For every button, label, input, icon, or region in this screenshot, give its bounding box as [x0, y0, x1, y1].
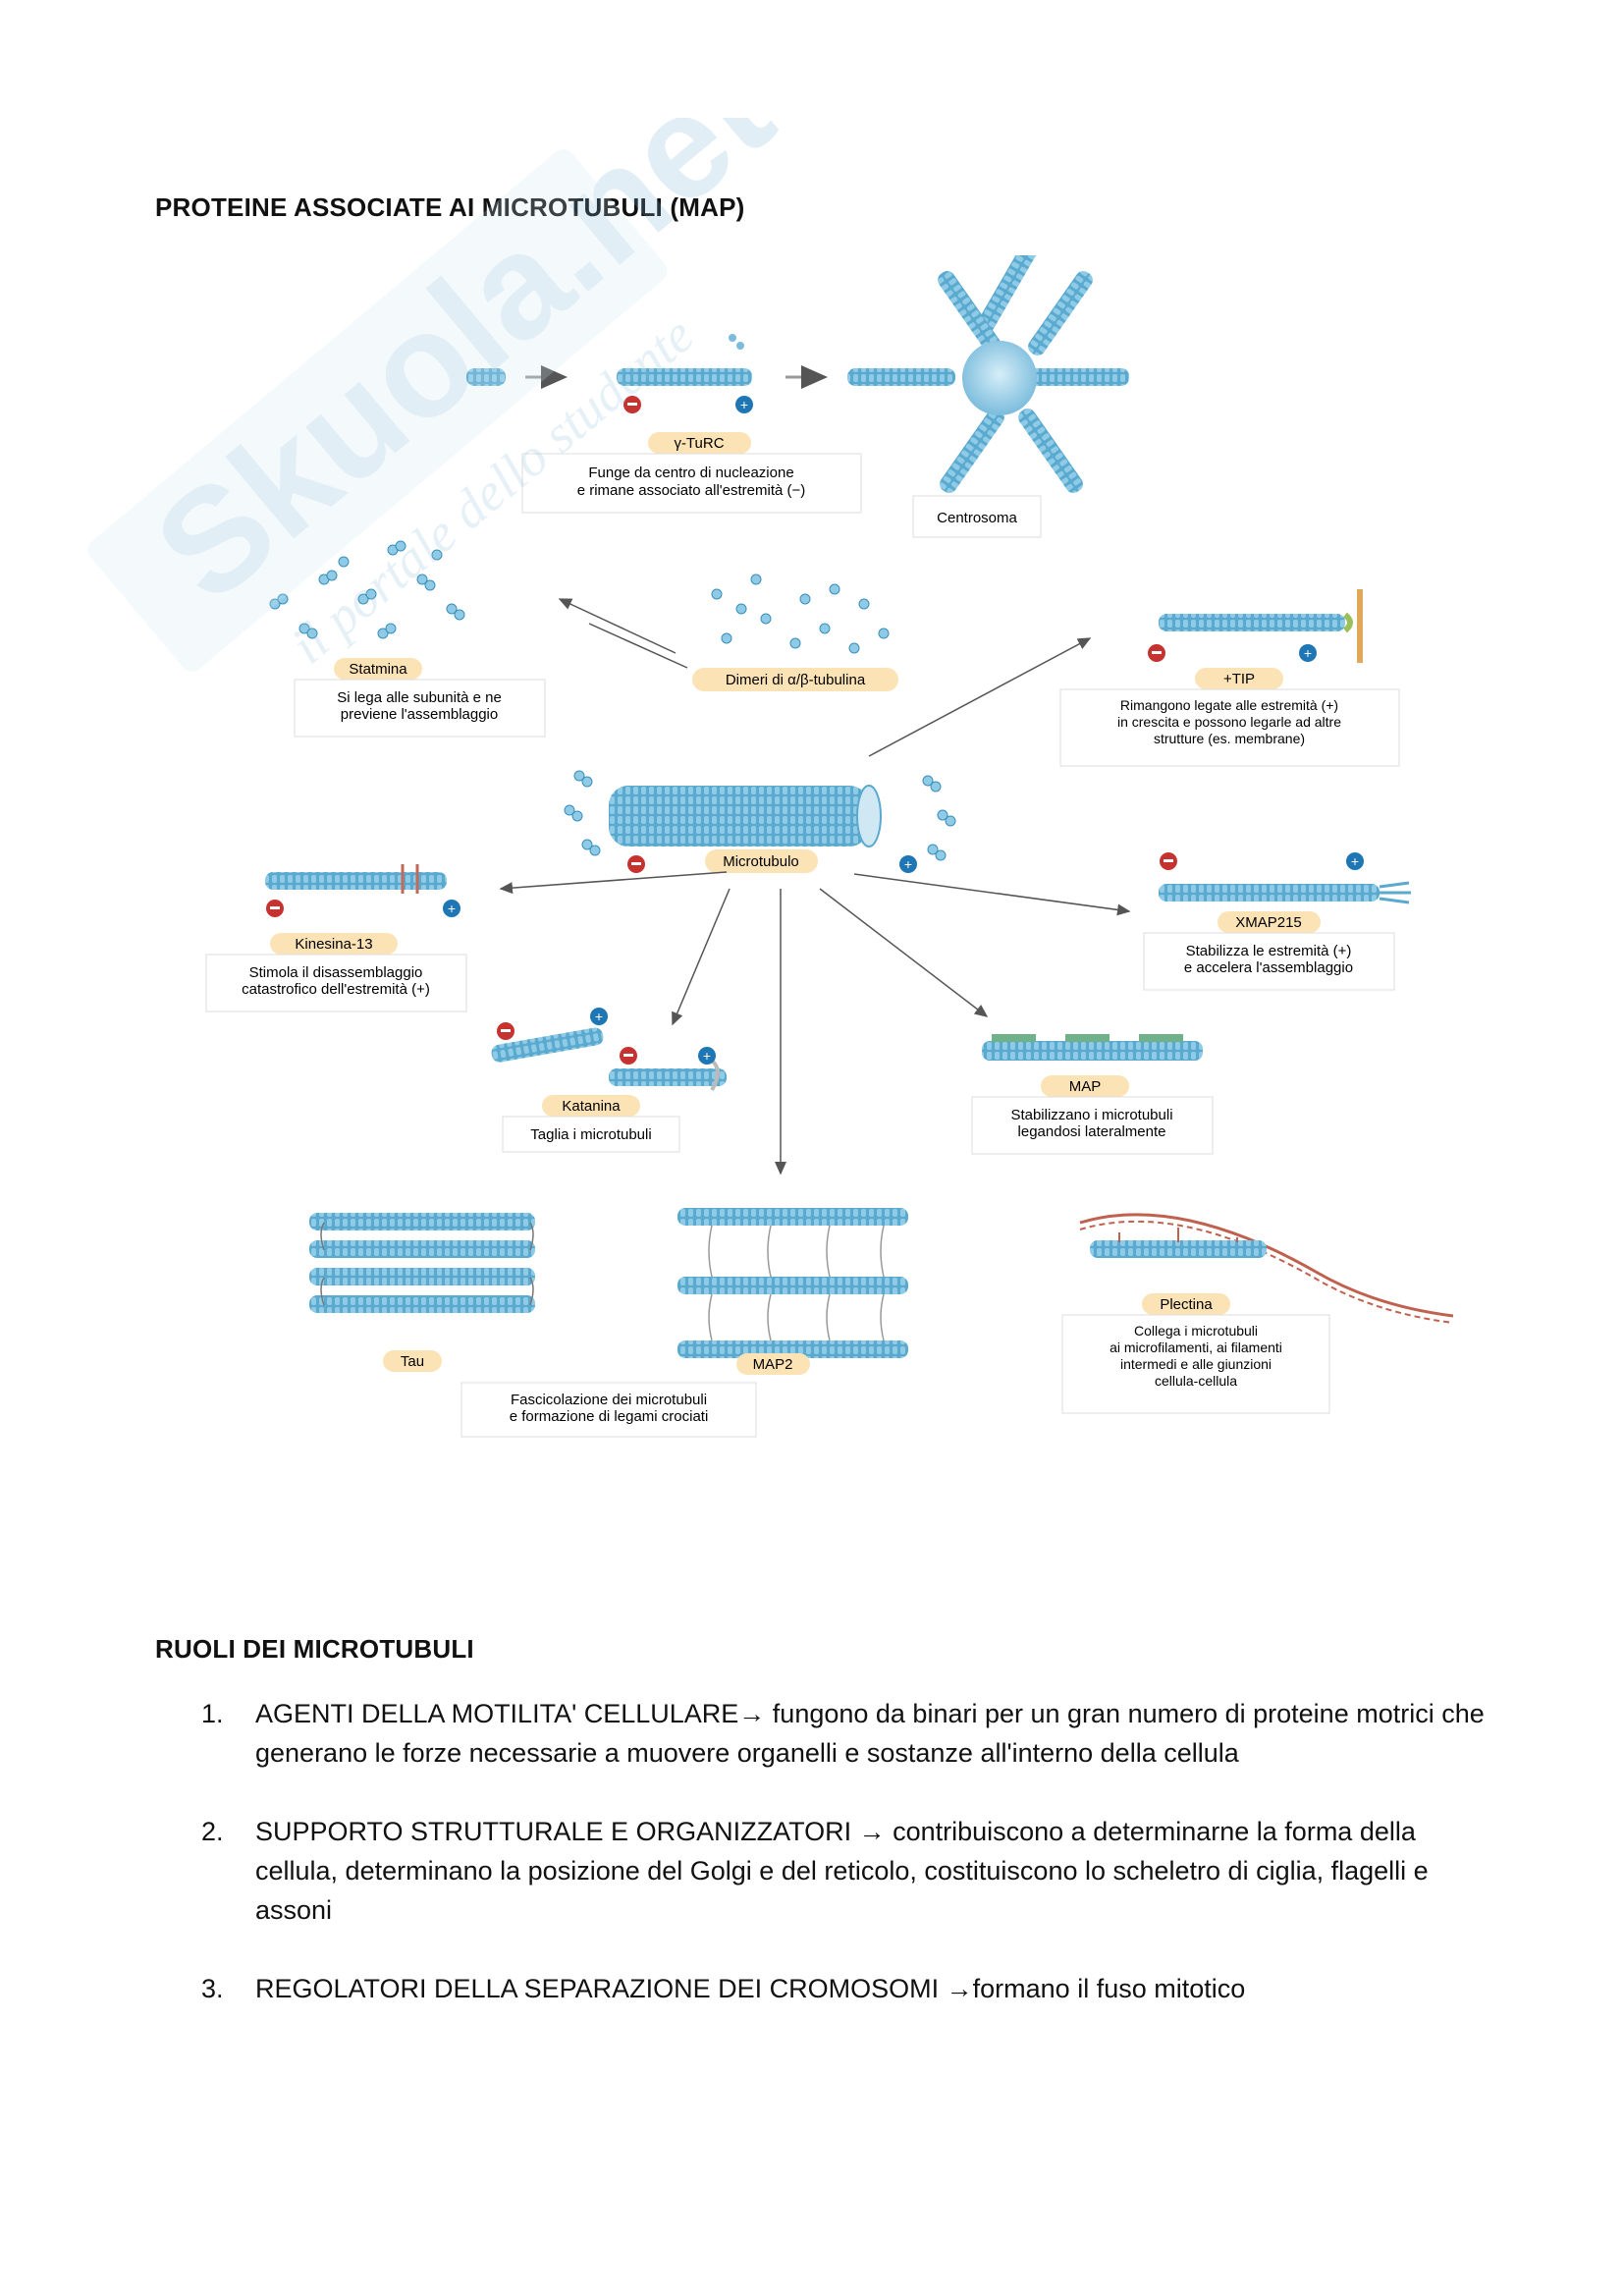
- plectin-desc-line1: Collega i microtubuli: [1134, 1323, 1258, 1339]
- tip-illustration: +: [1148, 589, 1363, 663]
- map-illustration: [982, 1034, 1203, 1061]
- map2-title: MAP2: [753, 1356, 793, 1373]
- katanin-desc-box: [502, 1116, 680, 1153]
- katanin-desc-line1: Taglia i microtubuli: [530, 1126, 651, 1143]
- stathmin-desc-line1: Si lega alle subunità e ne: [337, 689, 502, 706]
- plectin-title: Plectina: [1160, 1296, 1213, 1313]
- svg-text:+: +: [703, 1048, 711, 1064]
- role-item: 1. AGENTI DELLA MOTILITA' CELLULARE→ fun…: [201, 1694, 1497, 1773]
- role-text: AGENTI DELLA MOTILITA' CELLULARE→ fungon…: [255, 1699, 1485, 1768]
- centrosome-label-box: [912, 495, 1042, 538]
- role-item: 3. REGOLATORI DELLA SEPARAZIONE DEI CROM…: [201, 1969, 1497, 2008]
- svg-text:+: +: [740, 397, 748, 412]
- gturc-desc-line2: e rimane associato all'estremità (−): [577, 482, 806, 499]
- tip-label-pill: [1195, 668, 1283, 689]
- stathmin-title: Statmina: [349, 661, 407, 678]
- map2-illustration: [677, 1208, 908, 1358]
- centrosome-title: Centrosoma: [937, 510, 1017, 526]
- plectin-label-pill: [1142, 1293, 1230, 1315]
- centrosome-illustration: [847, 255, 1129, 493]
- dimers-title: Dimeri di α/β-tubulina: [726, 672, 866, 688]
- map-label-pill: [1041, 1075, 1129, 1097]
- katanin-title: Katanina: [562, 1098, 621, 1115]
- microtubule-title: Microtubulo: [723, 853, 799, 870]
- section-title-map: PROTEINE ASSOCIATE AI MICROTUBULI (MAP): [155, 192, 745, 222]
- gturc-title: γ-TuRC: [674, 435, 724, 452]
- gturc-label-pill: [648, 432, 751, 454]
- kinesin-desc-box: [205, 954, 467, 1012]
- kinesin-illustration: +: [265, 864, 460, 917]
- map-title: MAP: [1069, 1078, 1102, 1095]
- stathmin-desc-line2: previene l'assemblaggio: [341, 706, 498, 723]
- map-desc-box: [971, 1096, 1214, 1155]
- role-number: 2.: [201, 1817, 224, 1846]
- tau-illustration: [309, 1213, 535, 1313]
- role-number: 1.: [201, 1699, 224, 1728]
- stathmin-label-pill: [334, 658, 422, 680]
- tip-title: +TIP: [1223, 671, 1255, 687]
- gturc-assembly-illustration: +: [466, 334, 828, 413]
- microtubule-label-pill: [705, 849, 818, 873]
- xmap215-desc-line1: Stabilizza le estremità (+): [1186, 943, 1352, 959]
- katanin-illustration: + +: [491, 1008, 727, 1092]
- tip-desc-box: [1059, 688, 1400, 767]
- xmap215-desc-line2: e accelera l'assemblaggio: [1184, 959, 1353, 976]
- tau-title: Tau: [401, 1353, 424, 1370]
- map-desc-line2: legandosi lateralmente: [1018, 1123, 1166, 1140]
- xmap215-label-pill: [1218, 911, 1321, 933]
- xmap215-illustration: +: [1159, 852, 1411, 904]
- xmap215-title: XMAP215: [1235, 914, 1302, 931]
- stathmin-desc-box: [294, 679, 546, 738]
- tip-desc-line2: in crescita e possono legarle ad altre: [1117, 714, 1341, 730]
- svg-text:+: +: [448, 901, 456, 916]
- stathmin-dimers-illustration: [269, 540, 465, 639]
- fasciculation-desc-box: [460, 1382, 757, 1438]
- map2-label-pill: [736, 1353, 810, 1375]
- plectin-desc-box: [1061, 1314, 1330, 1414]
- gturc-desc-box: [521, 453, 862, 514]
- map-desc-line1: Stabilizzano i microtubuli: [1010, 1107, 1172, 1123]
- plectin-illustration: [1079, 1213, 1453, 1324]
- plectin-desc-line4: cellula-cellula: [1155, 1373, 1237, 1389]
- svg-text:+: +: [1304, 645, 1312, 661]
- gturc-desc-line1: Funge da centro di nucleazione: [588, 465, 793, 481]
- tip-desc-line1: Rimangono legate alle estremità (+): [1120, 697, 1338, 713]
- svg-text:+: +: [1351, 853, 1359, 869]
- plectin-desc-line2: ai microfilamenti, ai filamenti: [1110, 1339, 1282, 1355]
- kinesin-desc-line1: Stimola il disassemblaggio: [249, 964, 423, 981]
- kinesin-label-pill: [270, 933, 398, 955]
- section-title-roles: RUOLI DEI MICROTUBULI: [155, 1634, 474, 1664]
- fasciculation-desc-line1: Fascicolazione dei microtubuli: [511, 1392, 707, 1408]
- tip-desc-line3: strutture (es. membrane): [1154, 731, 1305, 746]
- svg-text:+: +: [595, 1009, 603, 1024]
- role-text: REGOLATORI DELLA SEPARAZIONE DEI CROMOSO…: [255, 1974, 1246, 2003]
- kinesin-title: Kinesina-13: [295, 936, 372, 953]
- role-number: 3.: [201, 1974, 224, 2003]
- svg-text:+: +: [904, 856, 912, 872]
- dimers-label-pill: [692, 668, 898, 691]
- central-microtubule-illustration: +: [564, 770, 956, 873]
- map-diagram: + γ-TuRC Funge da centro di nucleazione …: [205, 255, 1453, 1438]
- roles-list: 1. AGENTI DELLA MOTILITA' CELLULARE→ fun…: [201, 1694, 1497, 2048]
- tubulin-dimers-illustration: [711, 574, 890, 654]
- fasciculation-desc-line2: e formazione di legami crociati: [510, 1408, 709, 1425]
- plectin-desc-line3: intermedi e alle giunzioni: [1120, 1356, 1272, 1372]
- tau-label-pill: [383, 1350, 442, 1372]
- xmap215-desc-box: [1143, 932, 1395, 991]
- katanin-label-pill: [542, 1095, 640, 1117]
- role-text: SUPPORTO STRUTTURALE E ORGANIZZATORI → c…: [255, 1817, 1429, 1925]
- kinesin-desc-line2: catastrofico dell'estremità (+): [242, 981, 430, 998]
- role-item: 2. SUPPORTO STRUTTURALE E ORGANIZZATORI …: [201, 1812, 1497, 1930]
